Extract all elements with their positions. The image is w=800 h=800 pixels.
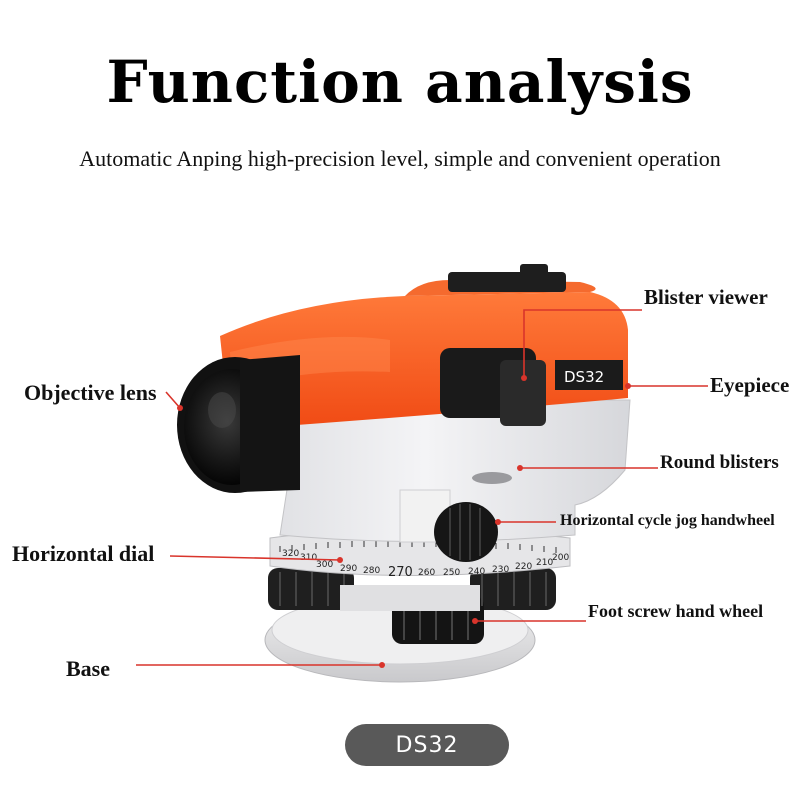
page-subtitle: Automatic Anping high-precision level, s… [79,146,721,171]
dial-scale-320: 320 [282,549,299,559]
dial-scale-200: 200 [552,553,569,563]
dial-scale-230: 230 [492,565,509,575]
jog-handwheel [399,489,498,562]
leader-blister [523,309,642,378]
dial-scale-260: 260 [418,568,435,578]
page-title: Function analysis [106,48,694,116]
dial-scale-290: 290 [340,564,357,574]
dial-scale-280: 280 [363,566,380,576]
dial-scale-310: 310 [300,553,317,563]
eyepiece-block: DS32 [440,348,623,426]
leader-objective [165,391,181,409]
label-eyepiece: Eyepiece [710,373,790,397]
label-round-blisters: Round blisters [660,452,779,473]
leader-dial [169,555,341,561]
label-objective-lens: Objective lens [24,380,157,405]
label-blister-viewer: Blister viewer [644,285,768,309]
objective-lens [177,355,300,493]
dial-scale-270: 270 [388,565,413,580]
label-foot-screw: Foot screw hand wheel [588,601,764,621]
foot-screws [268,568,556,644]
label-base: Base [66,656,110,681]
dial-scale-220: 220 [515,562,532,572]
dial-scale-240: 240 [468,567,485,577]
dial-scale-210: 210 [536,558,553,568]
label-horizontal-dial: Horizontal dial [12,541,155,566]
model-print: DS32 [564,368,604,386]
dial-scale-300: 300 [316,560,333,570]
dial-scale-250: 250 [443,568,460,578]
model-badge: DS32 [345,724,509,766]
label-jog-handwheel: Horizontal cycle jog handwheel [560,512,775,529]
